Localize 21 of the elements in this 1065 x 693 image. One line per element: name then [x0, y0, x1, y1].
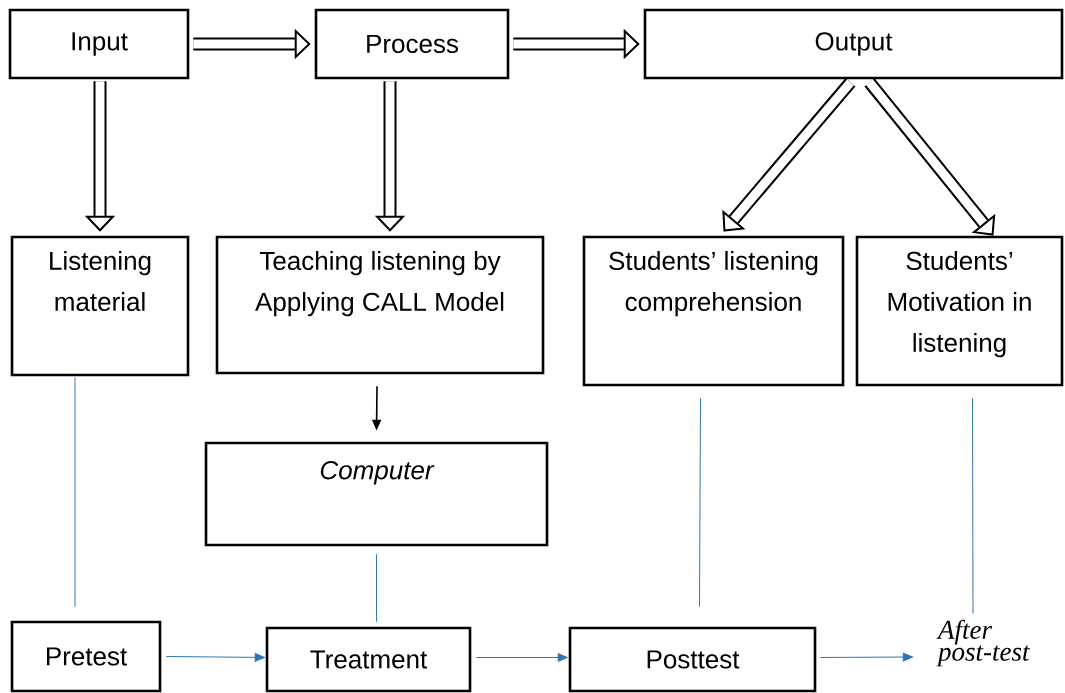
- connector-line: [699, 397, 701, 608]
- process-box: Teaching listening by Applying CALL Model: [215, 235, 545, 375]
- arrow: [722, 78, 856, 232]
- process-box: Listening material: [10, 235, 190, 377]
- connector-line: [376, 553, 377, 623]
- process-box: Computer: [204, 441, 549, 547]
- connector-line: [74, 376, 76, 608]
- connector-line: [972, 397, 974, 614]
- arrow: [819, 652, 913, 662]
- process-box: Treatment: [265, 626, 472, 693]
- process-box: Posttest: [568, 626, 817, 693]
- process-box: Pretest: [10, 620, 162, 693]
- arrow: [475, 653, 568, 662]
- arrow: [864, 78, 996, 236]
- process-box: Input: [8, 8, 190, 80]
- process-box: Students’ Motivation in listening: [855, 235, 1064, 387]
- note-text: After post-test: [936, 619, 1031, 667]
- arrow: [165, 653, 265, 662]
- process-box: Output: [643, 8, 1064, 80]
- process-box: Students’ listening comprehension: [582, 235, 845, 387]
- process-box: Process: [314, 8, 510, 80]
